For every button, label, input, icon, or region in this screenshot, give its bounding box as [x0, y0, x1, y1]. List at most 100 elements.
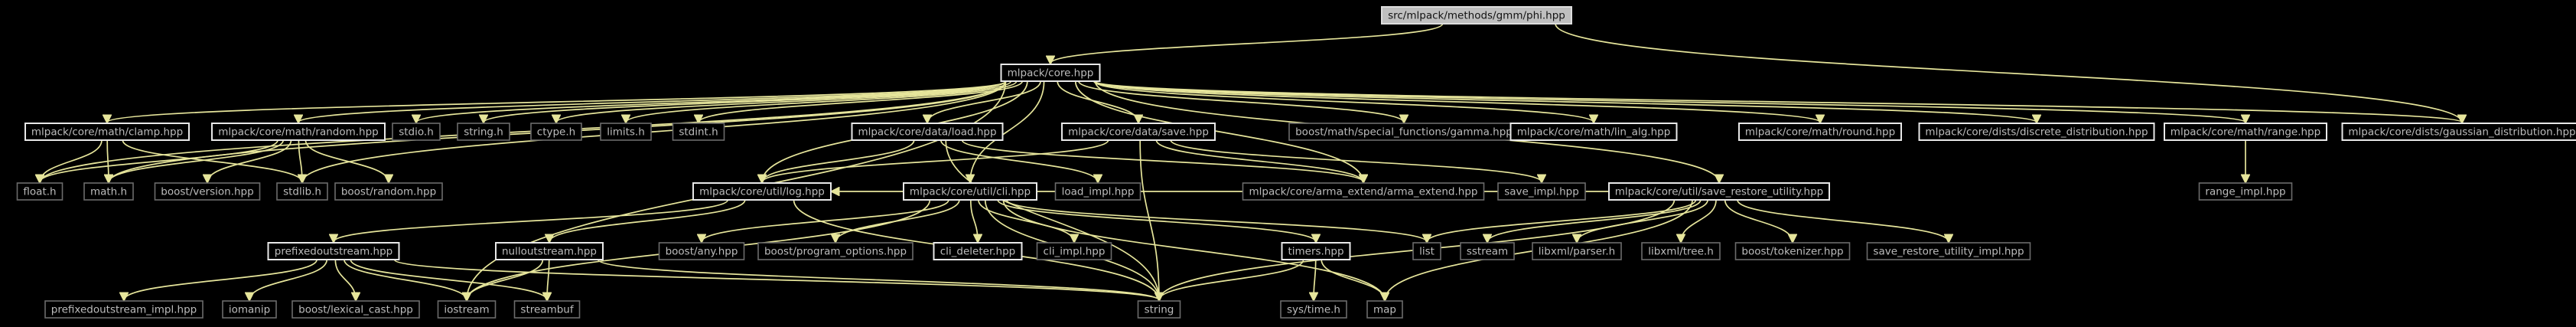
edge-clamp-to-mathh: [107, 139, 109, 182]
node-label: save_restore_utility_impl.hpp: [1873, 246, 2024, 258]
edge-core-to-armaext: [1074, 80, 1363, 182]
node-label: streambuf: [520, 304, 574, 316]
edge-core-to-gaussian: [1094, 80, 2463, 123]
node-gaussian[interactable]: mlpack/core/dists/gaussian_distribution.…: [2341, 123, 2576, 141]
node-layer: src/mlpack/methods/gmm/phi.hppmlpack/cor…: [16, 6, 2576, 319]
node-label: boost/version.hpp: [161, 186, 253, 198]
node-load[interactable]: mlpack/core/data/load.hpp: [851, 123, 1004, 141]
node-save[interactable]: mlpack/core/data/save.hpp: [1061, 123, 1216, 141]
node-log[interactable]: mlpack/core/util/log.hpp: [692, 182, 832, 201]
node-box: [1061, 123, 1216, 141]
node-box: [44, 300, 204, 319]
edge-timers-to-string: [1159, 259, 1304, 300]
node-label: stdlib.h: [283, 186, 321, 198]
node-box: [1000, 64, 1101, 82]
edge-core-to-discrete: [1094, 80, 2037, 123]
node-label: boost/any.hpp: [666, 246, 738, 258]
node-label: mlpack/core/math/round.hpp: [1745, 126, 1895, 139]
node-box: [267, 242, 400, 260]
edge-random-to-mathh: [109, 139, 285, 182]
node-label: stdint.h: [679, 126, 718, 139]
node-box: [1608, 182, 1830, 201]
edge-nullout-to-streambuf: [547, 259, 549, 300]
edge-core-to-linalg: [1093, 80, 1594, 123]
edge-log-to-nullout: [549, 199, 746, 242]
node-label: ctype.h: [537, 126, 575, 139]
node-box: [1281, 242, 1351, 260]
node-box: [1242, 182, 1485, 201]
node-rangeimpl: range_impl.hpp: [2198, 182, 2293, 201]
edge-core-to-clamp: [107, 80, 1007, 123]
node-box: [2164, 123, 2327, 141]
edge-sru-to-parser: [1577, 199, 1708, 242]
edge-prefixed-to-streambuf: [350, 259, 547, 300]
node-parser: libxml/parser.h: [1532, 242, 1622, 260]
node-label: iostream: [444, 304, 489, 316]
node-label: boost/tokenizer.hpp: [1741, 246, 1843, 258]
node-box: [530, 123, 582, 141]
edge-sru-to-list: [1427, 199, 1697, 242]
node-clamp[interactable]: mlpack/core/math/clamp.hpp: [24, 123, 190, 141]
node-box: [658, 242, 745, 260]
edge-core-to-gamma: [1078, 80, 1404, 123]
node-sru[interactable]: mlpack/core/util/save_restore_utility.hp…: [1608, 182, 1830, 201]
edge-cli-to-list: [1005, 199, 1427, 242]
node-label: libxml/parser.h: [1539, 246, 1615, 258]
edge-save-to-log: [762, 139, 1109, 182]
node-limits: limits.h: [600, 123, 652, 141]
node-label: timers.hpp: [1288, 246, 1343, 258]
node-bany: boost/any.hpp: [658, 242, 745, 260]
node-label: mlpack/core.hpp: [1008, 67, 1094, 80]
node-label: cli_deleter.hpp: [940, 246, 1016, 258]
edge-core-to-stdint: [699, 80, 1024, 123]
node-label: boost/program_options.hpp: [764, 246, 907, 258]
node-round[interactable]: mlpack/core/math/round.hpp: [1738, 123, 1902, 141]
node-linalg[interactable]: mlpack/core/math/lin_alg.hpp: [1509, 123, 1678, 141]
edge-core-to-stringh: [484, 80, 1007, 123]
node-box: [334, 182, 443, 201]
node-box: [1866, 242, 2031, 260]
node-discrete[interactable]: mlpack/core/dists/discrete_distribution.…: [1918, 123, 2155, 141]
node-box: [1054, 182, 1141, 201]
node-box: [457, 123, 510, 141]
node-tokenizer: boost/tokenizer.hpp: [1734, 242, 1851, 260]
node-label: list: [1419, 246, 1435, 258]
node-label: limits.h: [607, 126, 645, 139]
node-sstream: sstream: [1460, 242, 1515, 260]
edge-core-to-save: [1057, 80, 1138, 123]
node-box: [1036, 242, 1112, 260]
node-box: [692, 182, 832, 201]
node-cli[interactable]: mlpack/core/util/cli.hpp: [903, 182, 1037, 201]
node-label: float.h: [23, 186, 56, 198]
node-box: [291, 300, 420, 319]
node-box: [211, 123, 386, 141]
node-box: [757, 242, 913, 260]
edge-phi-to-core: [1050, 23, 1444, 64]
edge-cli-to-clideleter: [969, 199, 978, 242]
node-prefixed[interactable]: prefixedoutstream.hpp: [267, 242, 400, 260]
node-label: string: [1145, 304, 1174, 316]
node-label: mlpack/core/math/lin_alg.hpp: [1517, 126, 1671, 139]
node-label: mlpack/core/math/range.hpp: [2171, 126, 2320, 139]
node-label: mlpack/core/util/save_restore_utility.hp…: [1615, 186, 1823, 198]
node-box: [672, 123, 725, 141]
node-core[interactable]: mlpack/core.hpp: [1000, 64, 1101, 82]
edge-cli-to-bany: [702, 199, 949, 242]
edge-sru-to-tree: [1681, 199, 1717, 242]
node-box: [1280, 300, 1347, 319]
node-label: boost/lexical_cast.hpp: [298, 304, 413, 316]
node-box: [83, 182, 134, 201]
edge-core-to-round: [1094, 80, 1821, 123]
node-timers[interactable]: timers.hpp: [1281, 242, 1351, 260]
node-box: [1412, 242, 1441, 260]
node-range[interactable]: mlpack/core/math/range.hpp: [2164, 123, 2327, 141]
node-clideleter[interactable]: cli_deleter.hpp: [933, 242, 1023, 260]
node-systime: sys/time.h: [1280, 300, 1347, 319]
node-tree: libxml/tree.h: [1641, 242, 1721, 260]
node-box: [1641, 242, 1721, 260]
node-box: [1137, 300, 1181, 319]
node-label: mlpack/core/dists/discrete_distribution.…: [1925, 126, 2148, 139]
node-random[interactable]: mlpack/core/math/random.hpp: [211, 123, 386, 141]
node-nullout[interactable]: nulloutstream.hpp: [495, 242, 604, 260]
